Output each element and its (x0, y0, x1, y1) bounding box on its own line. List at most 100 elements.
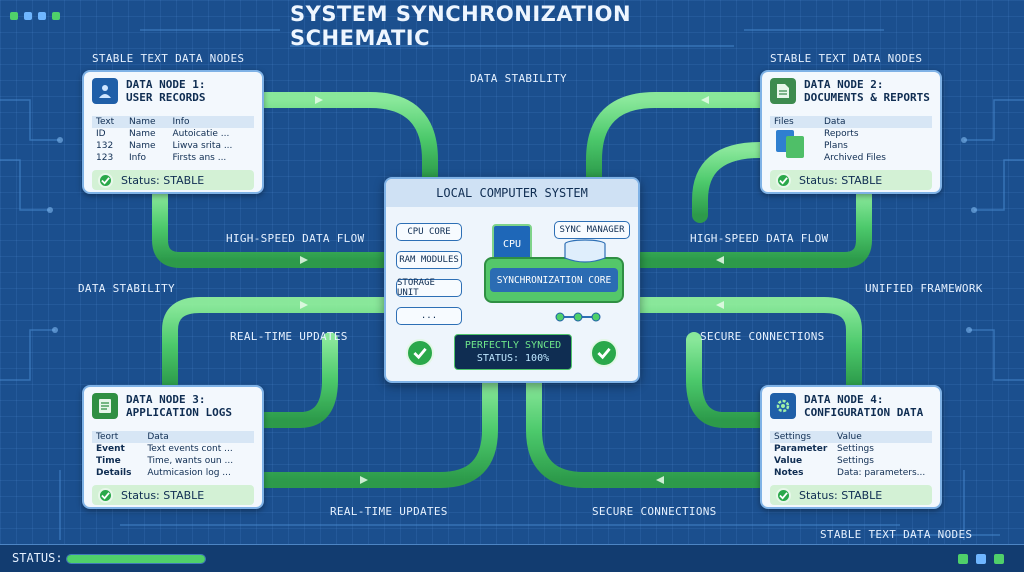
node-4-status: Status: STABLE (770, 485, 932, 505)
files-icon-cell (770, 128, 820, 164)
label-stable-nodes-right: STABLE TEXT DATA NODES (770, 52, 923, 65)
table-cell: Autoicatie ... (172, 129, 230, 139)
table-cell: ID (96, 129, 106, 139)
column-header: Data (143, 431, 254, 443)
decor-square (10, 12, 18, 20)
document-icon (770, 78, 796, 104)
table-cell: Time, wants oun ... (147, 456, 234, 466)
node-1-table: Text Name Info ID Name Autoicatie ... 13… (92, 116, 254, 164)
table-cell: Value (774, 456, 803, 466)
table-cell: Notes (774, 468, 804, 478)
status-text: Status: STABLE (799, 488, 883, 502)
label-secure-right: SECURE CONNECTIONS (700, 330, 825, 343)
user-icon (92, 78, 118, 104)
sync-dots-icon (555, 312, 601, 322)
synchronization-core[interactable]: SYNCHRONIZATION CORE (484, 257, 624, 303)
table-cell: Name (128, 141, 156, 151)
decor-square (38, 12, 46, 20)
table-cell: Info (128, 153, 147, 163)
column-header: Teort (92, 431, 144, 443)
check-icon (776, 172, 791, 188)
status-indicator-green (994, 554, 1004, 564)
page-title: SYSTEM SYNCHRONIZATION SCHEMATIC (290, 2, 632, 50)
table-row: Event Text events cont ... (92, 443, 254, 455)
node-3-title-line1: DATA NODE 3: (126, 393, 206, 406)
table-cell: Event (96, 444, 125, 454)
table-row: Value Settings (770, 455, 932, 467)
node-3-header: DATA NODE 3: APPLICATION LOGS (92, 393, 254, 427)
list-item: Archived Files (824, 153, 886, 163)
check-icon (98, 487, 113, 503)
node-1-title-line1: DATA NODE 1: (126, 78, 206, 91)
column-header: Data (820, 116, 932, 128)
decor-square (52, 12, 60, 20)
node-3-table: Teort Data Event Text events cont ... Tim… (92, 431, 254, 479)
sync-core-label: SYNCHRONIZATION CORE (490, 268, 618, 292)
column-header: Settings (770, 431, 834, 443)
node-1-status: Status: STABLE (92, 170, 254, 190)
table-cell: Autmicasion log ... (147, 468, 231, 478)
label-data-stability-top: DATA STABILITY (470, 72, 567, 85)
label-realtime-bottom: REAL-TIME UPDATES (330, 505, 448, 518)
node-2-title-line1: DATA NODE 2: (804, 78, 884, 91)
table-cell: Liwva srita ... (172, 141, 233, 151)
cpu-core-module[interactable]: CPU CORE (396, 223, 462, 241)
status-text: Status: STABLE (121, 488, 205, 502)
table-cell: Time (96, 456, 121, 466)
column-header: Text (92, 116, 125, 128)
status-progress-fill (67, 555, 205, 563)
synced-line1: PERFECTLY SYNCED (464, 340, 562, 351)
status-bar-label: STATUS: (12, 551, 63, 565)
local-computer-system[interactable]: LOCAL COMPUTER SYSTEM CPU CORE RAM MODUL… (384, 177, 640, 383)
list-item: Reports (824, 129, 859, 139)
table-cell: Parameter (774, 444, 828, 454)
node-4-header: DATA NODE 4: CONFIGURATION DATA (770, 393, 932, 427)
table-cell: Details (96, 468, 132, 478)
status-text: Status: STABLE (799, 173, 883, 187)
table-cell: Settings (837, 456, 874, 466)
node-2-title-line2: DOCUMENTS & REPORTS (804, 91, 930, 104)
database-icon (564, 239, 606, 263)
sync-status-panel: PERFECTLY SYNCED STATUS: 100% (454, 334, 572, 370)
cpu-label: CPU (502, 238, 522, 250)
label-data-stability-left: DATA STABILITY (78, 282, 175, 295)
storage-unit-module[interactable]: STORAGE UNIT (396, 278, 462, 298)
node-1-header: DATA NODE 1: USER RECORDS (92, 78, 254, 112)
center-title: LOCAL COMPUTER SYSTEM (386, 179, 638, 207)
data-node-1[interactable]: DATA NODE 1: USER RECORDS Text Name Info… (82, 70, 264, 194)
status-text: Status: STABLE (121, 173, 205, 187)
data-node-3[interactable]: DATA NODE 3: APPLICATION LOGS Teort Data… (82, 385, 264, 509)
table-row: 123 Info Firsts ans ... (92, 152, 254, 164)
label-high-speed-right: HIGH-SPEED DATA FLOW (690, 232, 829, 245)
node-4-title-line2: CONFIGURATION DATA (804, 406, 924, 419)
more-modules[interactable]: ... (396, 307, 462, 325)
table-row: Reports (770, 128, 932, 158)
column-header: Name (124, 116, 169, 128)
table-row: Time Time, wants oun ... (92, 455, 254, 467)
table-cell: Text events cont ... (147, 444, 233, 454)
node-4-title-line1: DATA NODE 4: (804, 393, 884, 406)
node-2-header: DATA NODE 2: DOCUMENTS & REPORTS (770, 78, 932, 112)
table-cell: 123 (96, 153, 114, 163)
node-2-status: Status: STABLE (770, 170, 932, 190)
table-row: 132 Name Liwva srita ... (92, 140, 254, 152)
files-icon (776, 130, 804, 158)
data-node-2[interactable]: DATA NODE 2: DOCUMENTS & REPORTS Files D… (760, 70, 942, 194)
check-icon (98, 172, 113, 188)
table-row: Details Autmicasion log ... (92, 467, 254, 479)
table-cell: 132 (96, 141, 114, 151)
check-icon (776, 487, 791, 503)
check-icon (590, 339, 618, 367)
ram-modules-module[interactable]: RAM MODULES (396, 251, 462, 269)
gear-icon (770, 393, 796, 419)
table-row: ID Name Autoicatie ... (92, 128, 254, 140)
node-2-table: Files Data Reports Plans Archived Files (770, 116, 932, 164)
decor-square (24, 12, 32, 20)
data-node-4[interactable]: DATA NODE 4: CONFIGURATION DATA Settings… (760, 385, 942, 509)
title-bar: SYSTEM SYNCHRONIZATION SCHEMATIC (290, 2, 734, 50)
sync-manager[interactable]: SYNC MANAGER (554, 221, 630, 239)
table-row: Plans (770, 140, 932, 152)
